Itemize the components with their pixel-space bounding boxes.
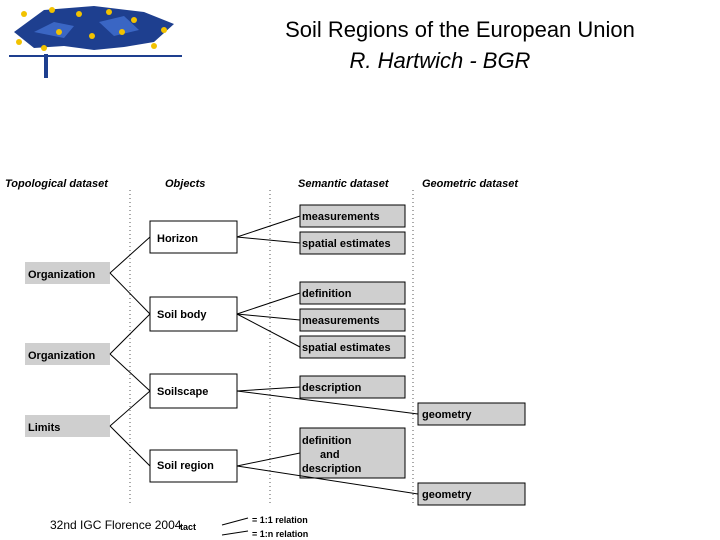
legend-1to1: = 1:1 relation [252,515,308,525]
topo-box [25,343,110,365]
topo-label: Organization [28,269,96,281]
object-box-soilscape [149,373,238,409]
europe-map-shape [14,6,174,50]
semantic-label: spatial estimates [302,342,391,354]
col-header-semantic: Semantic dataset [298,178,390,190]
semantic-label: measurements [302,315,380,327]
geometric-label: geometry [422,489,472,501]
eu-logo [9,6,182,78]
semantic-label: description [302,382,362,394]
object-box-horizon [149,220,238,254]
topo-box [25,262,110,284]
semantic-label: definition [302,435,352,447]
soil-data-model-diagram: Topological dataset Objects Semantic dat… [5,178,526,539]
object-label-soil-region: Soil region [157,460,214,472]
legend-1ton: = 1:n relation [252,529,308,539]
semantic-label: definition [302,288,352,300]
topo-label: Organization [28,350,96,362]
col-header-geometric: Geometric dataset [422,178,519,190]
semantic-box [299,427,406,479]
page-subtitle: R. Hartwich - BGR [349,48,531,73]
footer-text: 32nd IGC Florence 2004 [50,518,182,532]
page-title: Soil Regions of the European Union [285,17,635,42]
col-header-objects: Objects [165,178,205,190]
object-label-horizon: Horizon [157,233,198,245]
semantic-label: measurements [302,211,380,223]
object-label-soil-body: Soil body [157,309,207,321]
geometric-label: geometry [422,409,472,421]
relation-lines [109,215,419,495]
object-label-soilscape: Soilscape [157,386,208,398]
semantic-label: spatial estimates [302,238,391,250]
topo-box [25,415,110,437]
col-header-topological: Topological dataset [5,178,109,190]
semantic-label: and [320,449,340,461]
legend-partial-text: tact [180,522,196,532]
eu-stars-icon [16,7,167,51]
topo-label: Limits [28,422,60,434]
semantic-label: description [302,463,362,475]
